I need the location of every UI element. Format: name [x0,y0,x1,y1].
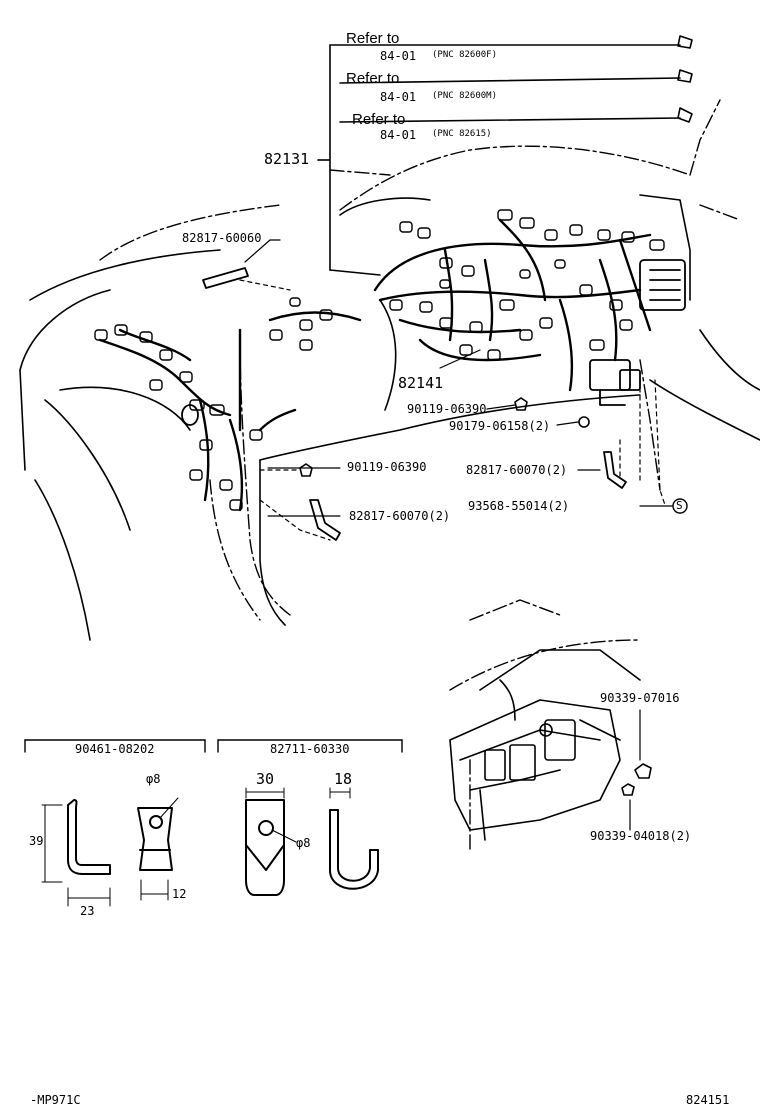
label-90179-06158: 90179-06158(2) [449,419,551,433]
ref-1-page: 84-01 [380,49,417,63]
label-90339-07016: 90339-07016 [600,691,680,705]
ref-2-pnc: (PNC 82600M) [432,91,498,101]
label-93568-55014: 93568-55014(2) [468,499,570,513]
ref-2-page: 84-01 [380,90,417,104]
label-90119-06390-b: 90119-06390 [347,460,427,474]
detail-right-width: 30 [256,770,275,788]
relay-bracket [589,359,641,406]
heater-unit [449,649,641,841]
label-leaders [244,159,673,517]
harness-82141 [373,218,652,392]
bracket-90461-side [67,799,111,875]
clip-icon [677,69,693,83]
detail-right-hole: φ8 [296,836,311,850]
detail-left-width: 23 [80,904,95,918]
footer-left-code: -MP971C [30,1093,81,1107]
reference-leaders [317,44,681,276]
tube-82817-60060 [202,267,249,289]
fasteners [299,397,590,477]
detail-right-frame [217,739,403,753]
label-82817-60070-b: 82817-60070(2) [349,509,451,523]
detail-left-frame [24,739,206,753]
label-90339-04018: 90339-04018(2) [590,829,692,843]
label-82817-60070-a: 82817-60070(2) [466,463,568,477]
junction-block [639,259,686,311]
ref-2-prefix: Refer to [346,70,400,87]
bracket-90461-front [137,807,173,871]
detail-left-thick: 12 [172,887,187,901]
label-82141: 82141 [398,374,444,392]
dim-lines-right [245,787,351,843]
clip-icon [677,35,693,49]
symbol-s: S [676,499,683,512]
ref-3-page: 84-01 [380,128,417,142]
tube-82817-60070-right [603,451,627,489]
clip-icon [677,107,693,123]
tube-82817-60070-left [309,499,341,541]
label-90119-06390-a: 90119-06390 [407,402,487,416]
ref-3-pnc: (PNC 82615) [432,129,492,139]
detail-left-hole: φ8 [146,772,161,786]
ref-1-prefix: Refer to [346,30,400,47]
footer-right-code: 824151 [686,1093,730,1107]
left-connectors [94,297,333,511]
dash-connectors [389,209,665,361]
detail-right-part: 82711-60330 [270,742,350,756]
label-82131: 82131 [264,150,310,168]
detail-left-part: 90461-08202 [75,742,155,756]
ref-1-pnc: (PNC 82600F) [432,50,498,60]
detail-right-depth: 18 [334,770,353,788]
clip-90339-04018 [621,783,635,796]
ref-3-prefix: Refer to [352,111,406,128]
dim-lines-left [41,797,179,907]
label-82817-60060: 82817-60060 [182,231,262,245]
symbol-s-circle [672,498,688,514]
clip-90339-07016 [634,763,652,779]
grommet [181,404,199,426]
clamp-82711-side [329,809,379,890]
detail-left-height: 39 [29,834,44,848]
clamp-82711-front [245,799,285,896]
